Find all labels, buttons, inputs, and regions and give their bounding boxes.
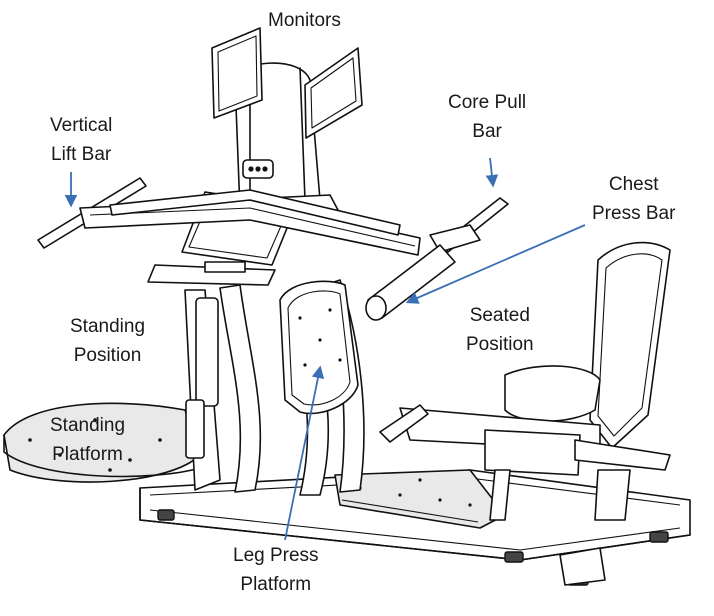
monitor-right [304,47,363,139]
label-leg-press-platform-line-2: Platform [240,574,312,595]
label-core-pull-bar: Core Pull Bar [448,88,526,146]
label-chest-press-bar-line-2: Press Bar [592,203,676,224]
label-vertical-lift-bar: Vertical Lift Bar [50,111,112,169]
leg-press-pad [279,280,359,415]
label-chest-press-bar: Chest Press Bar [592,170,675,228]
foot-plate [334,469,506,529]
label-standing-platform-line-1: Standing [50,415,126,436]
chest-press-bar [365,244,456,321]
label-vertical-lift-bar-line-1: Vertical [50,115,113,136]
label-standing-platform-line-2: Platform [52,444,123,465]
label-chest-press-bar-line-1: Chest [608,174,659,195]
label-seated-position: Seated Position [466,301,534,359]
label-standing-position: Standing Position [70,312,145,370]
arrow-core-pull-bar [485,157,499,188]
label-standing-platform: Standing Platform [50,411,125,469]
label-standing-position-line-2: Position [73,345,142,366]
label-seated-position-line-2: Position [466,334,534,355]
label-core-pull-bar-line-1: Core Pull [448,92,527,113]
label-vertical-lift-bar-line-2: Lift Bar [51,144,112,165]
label-monitors-line-1: Monitors [268,10,341,31]
label-seated-position-line-1: Seated [469,305,530,326]
vertical-lift-bar [37,177,421,256]
label-standing-position-line-1: Standing [70,316,146,337]
label-core-pull-bar-line-2: Bar [472,121,502,142]
label-leg-press-platform: Leg Press Platform [233,541,319,599]
label-monitors: Monitors [268,6,341,35]
label-arrows [64,157,586,541]
arrow-chest-press-bar [405,224,586,304]
arrow-leg-press-platform [284,365,325,541]
seat [379,241,671,521]
label-leg-press-platform-line-1: Leg Press [233,545,319,566]
monitor-left [211,27,263,119]
core-pull-bar [429,197,509,253]
